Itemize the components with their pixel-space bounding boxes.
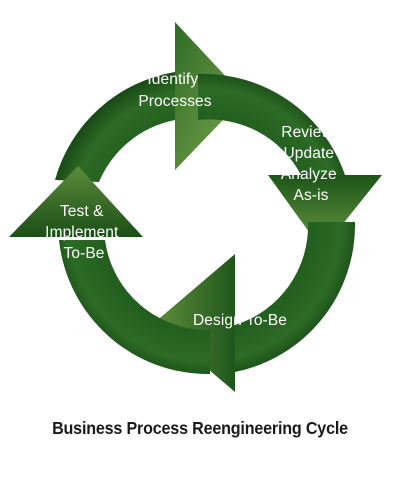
cycle-arrow-design xyxy=(154,222,356,392)
step-label-design: Design To-Be xyxy=(193,312,287,329)
step-label-identify: Identify Processes xyxy=(138,71,211,110)
cycle-arrow-test xyxy=(9,166,210,375)
diagram-title: Business Process Reengineering Cycle xyxy=(52,418,348,438)
step-label-review: Review, Update Analyze As-is xyxy=(281,124,341,204)
cycle-arrow-review xyxy=(198,73,382,250)
step-label-test: Test & Implement To-Be xyxy=(45,203,123,262)
